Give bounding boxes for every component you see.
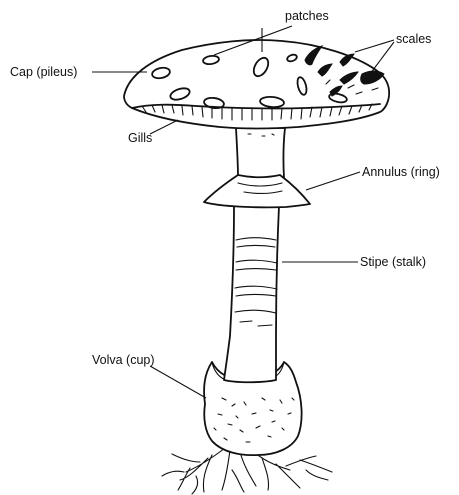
gills-label: Gills [128, 132, 152, 145]
volva-leader [150, 366, 206, 398]
annulus-label: Annulus (ring) [362, 166, 440, 179]
stipe-shape [224, 206, 279, 382]
cap-label: Cap (pileus) [10, 66, 77, 79]
stipe-label: Stipe (stalk) [360, 256, 426, 269]
gills-leader [150, 120, 178, 134]
annulus-shape [204, 175, 310, 207]
upper-stipe [236, 128, 285, 178]
patches-label: patches [285, 10, 329, 23]
scales-label: scales [396, 33, 431, 46]
cap-shape [124, 40, 389, 128]
volva-label: Volva (cup) [92, 354, 155, 367]
annulus-leader [306, 172, 360, 190]
